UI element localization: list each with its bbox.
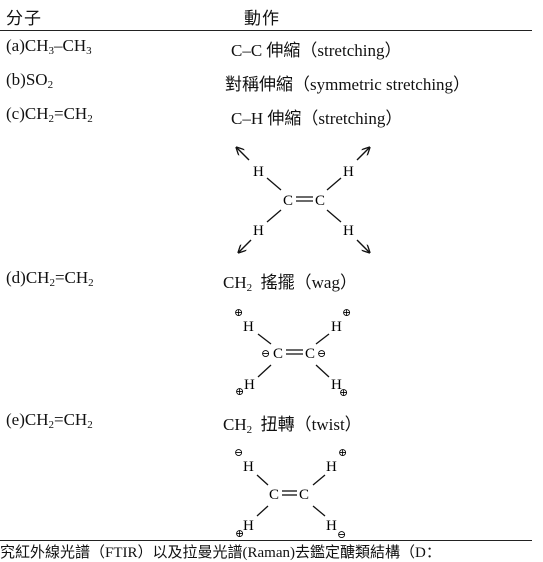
minus-sign-top-left: ⊖ bbox=[234, 447, 243, 459]
diagram-ch2-wag: ⊕ H ⊕ H ⊖ C C ⊖ ⊕ H H ⊕ bbox=[234, 307, 351, 399]
bond-top-right bbox=[315, 333, 330, 345]
footer-cut-text: 究紅外線光譜（FTIR）以及拉曼光譜(Raman)去鑑定醣類結構（D： bbox=[0, 545, 441, 561]
arrow-bottom-left bbox=[239, 239, 252, 252]
row-a-molecule: (a)CH3–CH3 bbox=[6, 36, 92, 57]
plus-sign-bottom-left: ⊕ bbox=[235, 528, 244, 540]
row-e-molecule: (e)CH2=CH2 bbox=[6, 410, 93, 431]
footer-rule bbox=[0, 540, 532, 541]
h-atom-top-right: H bbox=[331, 319, 342, 335]
h-atom-top-left: H bbox=[243, 459, 254, 475]
bond-top-left bbox=[256, 474, 269, 486]
bond-bottom-right bbox=[326, 209, 342, 223]
c-atom-right: C bbox=[299, 487, 309, 503]
bond-bottom-left bbox=[266, 209, 282, 223]
h-atom-top-left: H bbox=[253, 164, 264, 180]
c-atom-right: C bbox=[315, 193, 325, 209]
row-b-molecule: (b)SO2 bbox=[6, 70, 54, 91]
c-atom-right: C bbox=[305, 346, 315, 362]
bond-top-right bbox=[326, 177, 342, 191]
c-atom-left: C bbox=[273, 346, 283, 362]
h-atom-bottom-right: H bbox=[331, 377, 342, 393]
plus-sign-top-left: ⊕ bbox=[234, 307, 243, 319]
plus-sign-bottom-left: ⊕ bbox=[235, 386, 244, 398]
h-atom-bottom-left: H bbox=[253, 223, 264, 239]
plus-sign-top-right: ⊕ bbox=[342, 307, 351, 319]
h-atom-bottom-right: H bbox=[343, 223, 354, 239]
bond-bottom-right bbox=[312, 505, 326, 517]
bond-bottom-left bbox=[256, 505, 269, 517]
diagram-ch-stretching: H H H H C C bbox=[225, 138, 385, 263]
arrow-top-left bbox=[237, 148, 250, 161]
minus-sign-bottom-right: ⊖ bbox=[337, 529, 346, 541]
plus-sign-top-right: ⊕ bbox=[338, 447, 347, 459]
bond-bottom-right bbox=[315, 364, 330, 378]
row-e-motion: CH2 扭轉（twist） bbox=[223, 415, 362, 436]
row-a-motion: C–C 伸縮（stretching） bbox=[231, 41, 402, 60]
c-atom-left: C bbox=[269, 487, 279, 503]
header-rule bbox=[0, 30, 532, 31]
h-atom-bottom-right: H bbox=[326, 518, 337, 534]
arrow-bottom-right bbox=[356, 239, 369, 252]
minus-sign-right: ⊖ bbox=[317, 348, 326, 360]
column-header-molecule: 分子 bbox=[6, 9, 42, 28]
bond-top-right bbox=[312, 474, 326, 486]
h-atom-top-right: H bbox=[326, 459, 337, 475]
bond-bottom-left bbox=[257, 364, 272, 378]
row-b-motion: 對稱伸縮（symmetric stretching） bbox=[225, 75, 471, 94]
h-atom-bottom-left: H bbox=[244, 377, 255, 393]
h-atom-top-right: H bbox=[343, 164, 354, 180]
column-header-motion: 動作 bbox=[244, 9, 280, 28]
bond-top-left bbox=[257, 333, 272, 345]
plus-sign-bottom-right: ⊕ bbox=[339, 387, 348, 399]
diagram-ch2-twist: ⊖ H ⊕ H C C ⊕ H H ⊖ bbox=[234, 447, 347, 541]
arrow-top-right bbox=[356, 148, 369, 161]
minus-sign-left: ⊖ bbox=[261, 348, 270, 360]
row-c-motion: C–H 伸縮（stretching） bbox=[231, 109, 403, 128]
c-atom-left: C bbox=[283, 193, 293, 209]
row-d-motion: CH2 搖擺（wag） bbox=[223, 273, 357, 294]
bond-top-left bbox=[266, 177, 282, 191]
h-atom-top-left: H bbox=[243, 319, 254, 335]
row-c-molecule: (c)CH2=CH2 bbox=[6, 104, 93, 125]
h-atom-bottom-left: H bbox=[243, 518, 254, 534]
row-d-molecule: (d)CH2=CH2 bbox=[6, 268, 94, 289]
